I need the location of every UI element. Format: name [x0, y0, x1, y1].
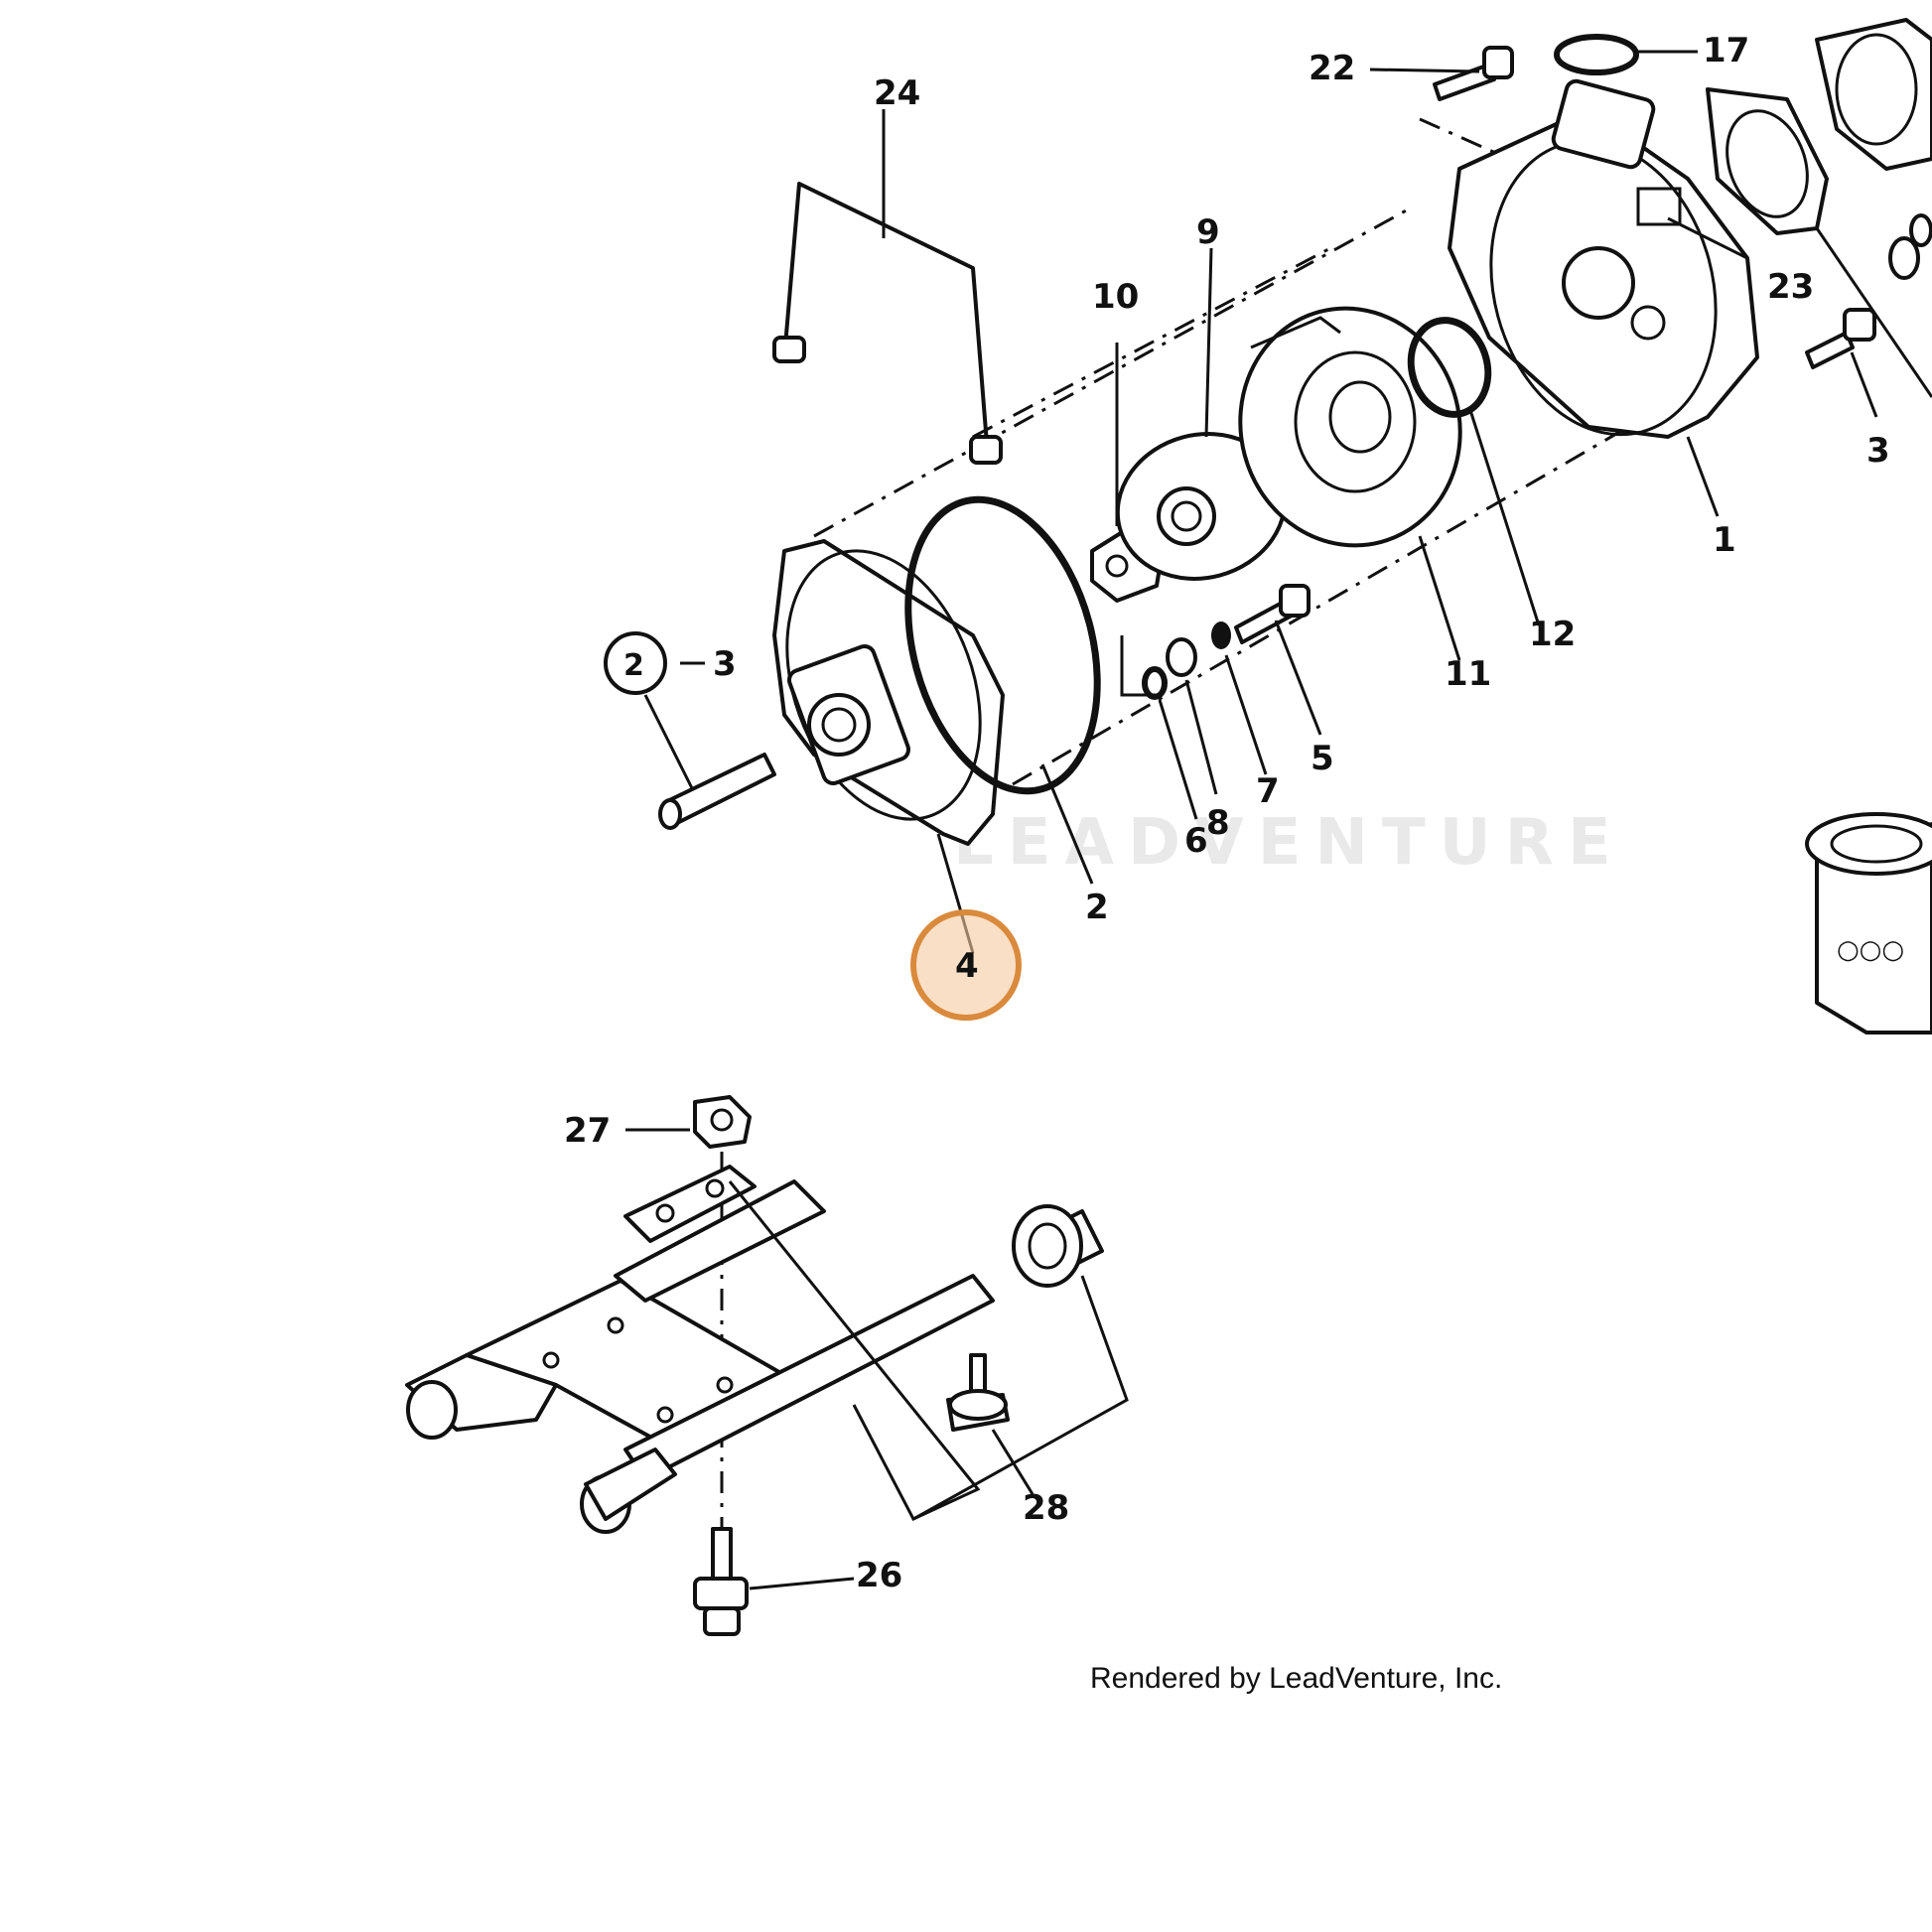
- part-2-o-ring: [904, 495, 1101, 885]
- part-5-screw: [1234, 584, 1322, 736]
- label-2-circled[interactable]: 2: [623, 648, 644, 683]
- part-7-washer: [1211, 621, 1268, 775]
- part-1-pump-housing: [1448, 78, 1759, 517]
- part-right-flange: [1815, 18, 1932, 171]
- label-4[interactable]: 4: [955, 946, 979, 986]
- label-7[interactable]: 7: [1256, 771, 1280, 811]
- part-23-gasket: [1667, 87, 1932, 398]
- part-right-washers: [1888, 213, 1932, 280]
- part-3-stud: [604, 631, 776, 830]
- circled-ref-2: [604, 631, 667, 695]
- label-22[interactable]: 22: [1309, 49, 1355, 88]
- label-28[interactable]: 28: [1023, 1488, 1069, 1528]
- part-22-bolt: [1369, 46, 1514, 101]
- part-26-bolt: [693, 1527, 855, 1636]
- label-1[interactable]: 1: [1713, 520, 1736, 560]
- label-8[interactable]: 8: [1206, 803, 1230, 843]
- label-3-right[interactable]: 3: [1866, 431, 1890, 471]
- label-27[interactable]: 27: [564, 1111, 611, 1151]
- watermark-text: LEADVENTURE: [953, 806, 1625, 880]
- part-4-rear-housing: [772, 539, 1005, 954]
- part-sleeve: [912, 1204, 1129, 1521]
- label-9[interactable]: 9: [1196, 212, 1220, 252]
- part-filter-body: ○○○: [1805, 812, 1932, 1035]
- part-12-seal: [1407, 317, 1541, 626]
- part-28-bolt: [728, 1180, 1035, 1521]
- part-mounting-frame: [405, 1179, 995, 1534]
- label-3-left[interactable]: 3: [713, 644, 737, 684]
- part-11-impeller-housing: [1238, 306, 1462, 661]
- highlight-marker[interactable]: [910, 909, 1022, 1021]
- part-6-lockwasher: [1142, 666, 1198, 820]
- part-17-o-ring: [1554, 34, 1698, 75]
- label-6[interactable]: 6: [1184, 821, 1208, 861]
- part-clamp-plate: [623, 1165, 757, 1243]
- label-11[interactable]: 11: [1445, 654, 1491, 694]
- label-26[interactable]: 26: [856, 1556, 902, 1595]
- part-24-wire-bracket: [772, 109, 1003, 465]
- label-5[interactable]: 5: [1311, 739, 1334, 778]
- label-23[interactable]: 23: [1767, 267, 1814, 307]
- part-8-nut: [1166, 637, 1218, 795]
- part-labels: 24 10 9 22 17 23 3 1 12 11 5 7 8 6 2 2 3…: [564, 31, 1890, 1595]
- filter-holes: ○○○: [1837, 935, 1904, 965]
- label-2[interactable]: 2: [1085, 888, 1109, 927]
- label-12[interactable]: 12: [1529, 615, 1576, 654]
- label-24[interactable]: 24: [874, 73, 920, 113]
- label-10[interactable]: 10: [1092, 277, 1139, 317]
- label-17[interactable]: 17: [1703, 31, 1749, 70]
- part-3-bolt-right: [1805, 308, 1878, 418]
- credit-text: Rendered by LeadVenture, Inc.: [1090, 1662, 1502, 1695]
